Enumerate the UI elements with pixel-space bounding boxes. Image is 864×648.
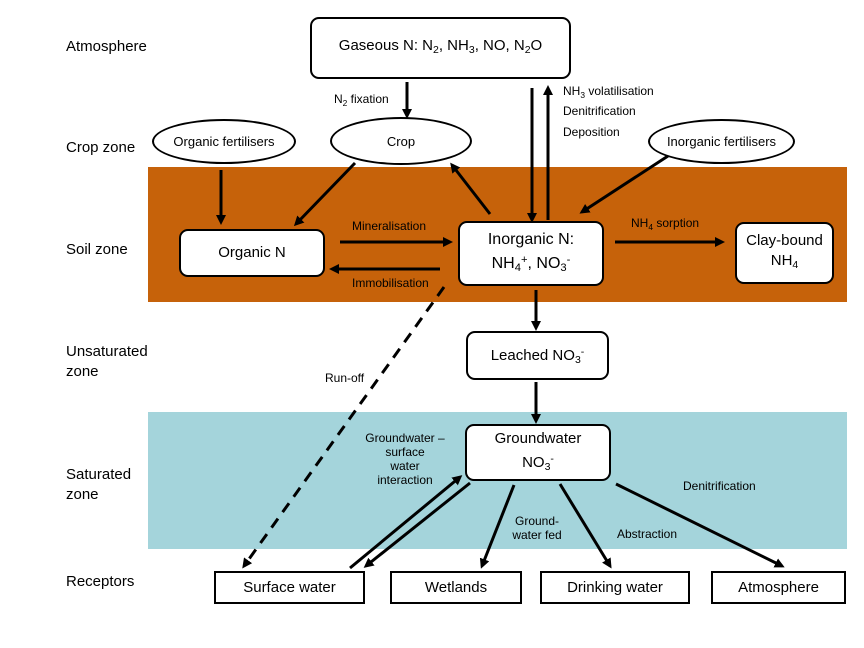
label-groundwater-fed: Ground- water fed xyxy=(512,514,562,542)
arrow-inorganic-to-crop xyxy=(450,162,492,215)
inorganic-fertilisers-node: Inorganic fertilisers xyxy=(648,119,795,164)
arrow-denitrification xyxy=(615,482,785,568)
inorganic-n-node: Inorganic N: NH4+, NO3- xyxy=(458,221,604,286)
label-run-off: Run-off xyxy=(325,371,365,385)
zone-label-saturated: Saturated zone xyxy=(66,466,132,503)
zone-label-soil: Soil zone xyxy=(66,241,128,258)
clay-bound-nh4-node: Clay-bound NH4 xyxy=(735,222,834,284)
arrow-surface-to-groundwater xyxy=(349,475,463,570)
label-nh4-sorption: NH4 sorption xyxy=(631,216,700,232)
receptor-wetlands: Wetlands xyxy=(390,571,522,604)
label-denitrification-bottom: Denitrification xyxy=(683,479,756,493)
label-denitrification-top: Denitrification xyxy=(563,104,636,118)
label-nh3-volatilisation: NH3 volatilisation xyxy=(563,84,654,100)
zone-label-receptors: Receptors xyxy=(66,573,135,590)
arrow-crop-to-organic-n xyxy=(293,161,357,227)
arrow-inorganic-fert-to-inorganic-n xyxy=(579,154,669,214)
arrow-groundwater-to-surface xyxy=(363,481,471,568)
receptor-drinking-water: Drinking water xyxy=(540,571,690,604)
organic-n-node: Organic N xyxy=(179,229,325,277)
arrow-run-off xyxy=(242,286,446,569)
receptor-surface-water: Surface water xyxy=(214,571,365,604)
zone-label-crop: Crop zone xyxy=(66,139,136,156)
leached-no3-node: Leached NO3- xyxy=(466,331,609,380)
label-groundwater-surface-interaction: Groundwater – surface water interaction xyxy=(365,431,445,487)
receptor-atmosphere: Atmosphere xyxy=(711,571,846,604)
label-n2-fixation: N2 fixation xyxy=(334,92,389,108)
label-abstraction: Abstraction xyxy=(617,527,678,541)
crop-node: Crop xyxy=(330,117,472,165)
label-immobilisation: Immobilisation xyxy=(352,276,429,290)
arrow-abstraction xyxy=(558,483,612,569)
label-mineralisation: Mineralisation xyxy=(352,219,427,233)
organic-fertilisers-node: Organic fertilisers xyxy=(152,119,296,164)
label-deposition: Deposition xyxy=(563,125,620,139)
zone-label-atmosphere: Atmosphere xyxy=(66,38,147,55)
gaseous-n-node: Gaseous N: N2, NH3, NO, N2O xyxy=(310,17,571,79)
arrow-groundwater-to-wetlands xyxy=(479,484,516,569)
groundwater-no3-node: Groundwater NO3- xyxy=(465,424,611,481)
zone-label-unsaturated: Unsaturated zone xyxy=(66,343,148,380)
